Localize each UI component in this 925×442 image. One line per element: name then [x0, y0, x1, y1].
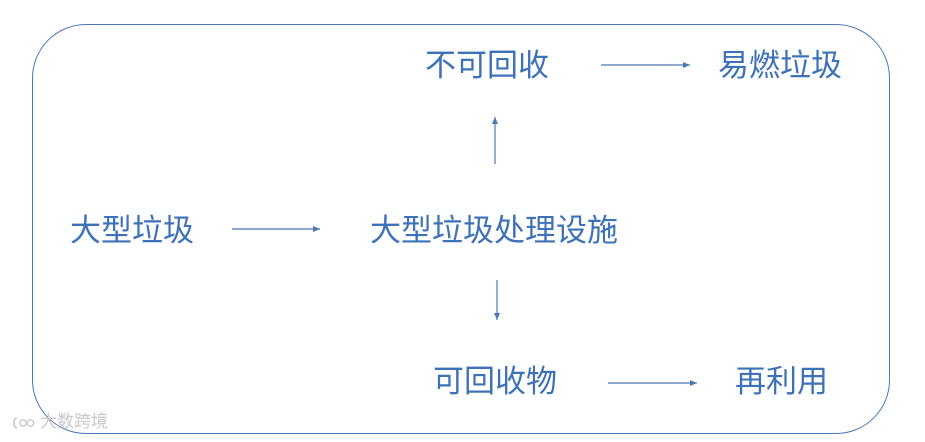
- node-large-waste: 大型垃圾: [70, 213, 194, 249]
- node-combustible: 易燃垃圾: [718, 48, 842, 84]
- node-non-recyclable: 不可回收: [425, 48, 549, 84]
- watermark-text: 大数跨境: [40, 412, 108, 432]
- node-facility: 大型垃圾处理设施: [370, 213, 618, 249]
- diagram-frame: [32, 24, 890, 434]
- brand-logo-icon: [13, 416, 35, 429]
- watermark: 大数跨境: [12, 414, 108, 431]
- node-recyclable: 可回收物: [433, 364, 557, 400]
- node-reuse: 再利用: [735, 364, 828, 400]
